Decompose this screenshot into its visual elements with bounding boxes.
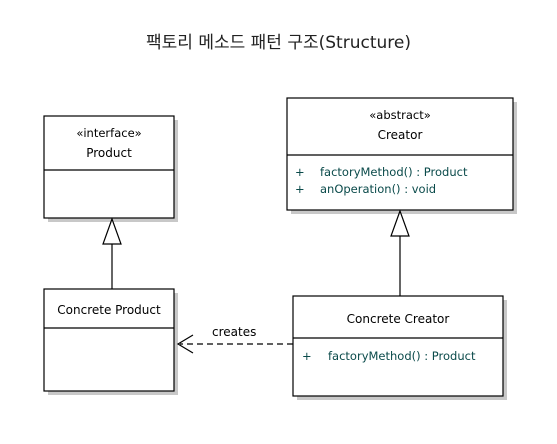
concrete-creator-name: Concrete Creator <box>347 312 450 326</box>
concrete-creator-op-1-signature: factoryMethod() : Product <box>328 349 476 363</box>
creator-op-1-visibility: + <box>295 165 305 179</box>
concrete-creator-op-1-visibility: + <box>302 349 312 363</box>
creator-op-2-visibility: + <box>295 182 305 196</box>
realization-arrow <box>102 217 122 289</box>
generalization-arrow <box>390 209 410 296</box>
creator-stereotype: «abstract» <box>369 108 431 122</box>
creator-op-1-signature: factoryMethod() : Product <box>320 165 468 179</box>
diagram-title: 팩토리 메소드 패턴 구조(Structure) <box>146 33 411 53</box>
concrete-product-class: Concrete Product <box>43 288 178 395</box>
creates-dependency-arrow: creates <box>176 325 293 354</box>
concrete-product-name: Concrete Product <box>57 303 161 317</box>
product-stereotype: «interface» <box>76 126 141 140</box>
creator-class: «abstract» Creator + factoryMethod() : P… <box>286 97 517 214</box>
product-name: Product <box>86 146 132 160</box>
creator-name: Creator <box>378 128 423 142</box>
creates-label: creates <box>212 325 256 339</box>
concrete-creator-class: Concrete Creator + factoryMethod() : Pro… <box>292 295 507 400</box>
creator-op-2-signature: anOperation() : void <box>320 182 436 196</box>
product-class: «interface» Product <box>43 115 178 222</box>
